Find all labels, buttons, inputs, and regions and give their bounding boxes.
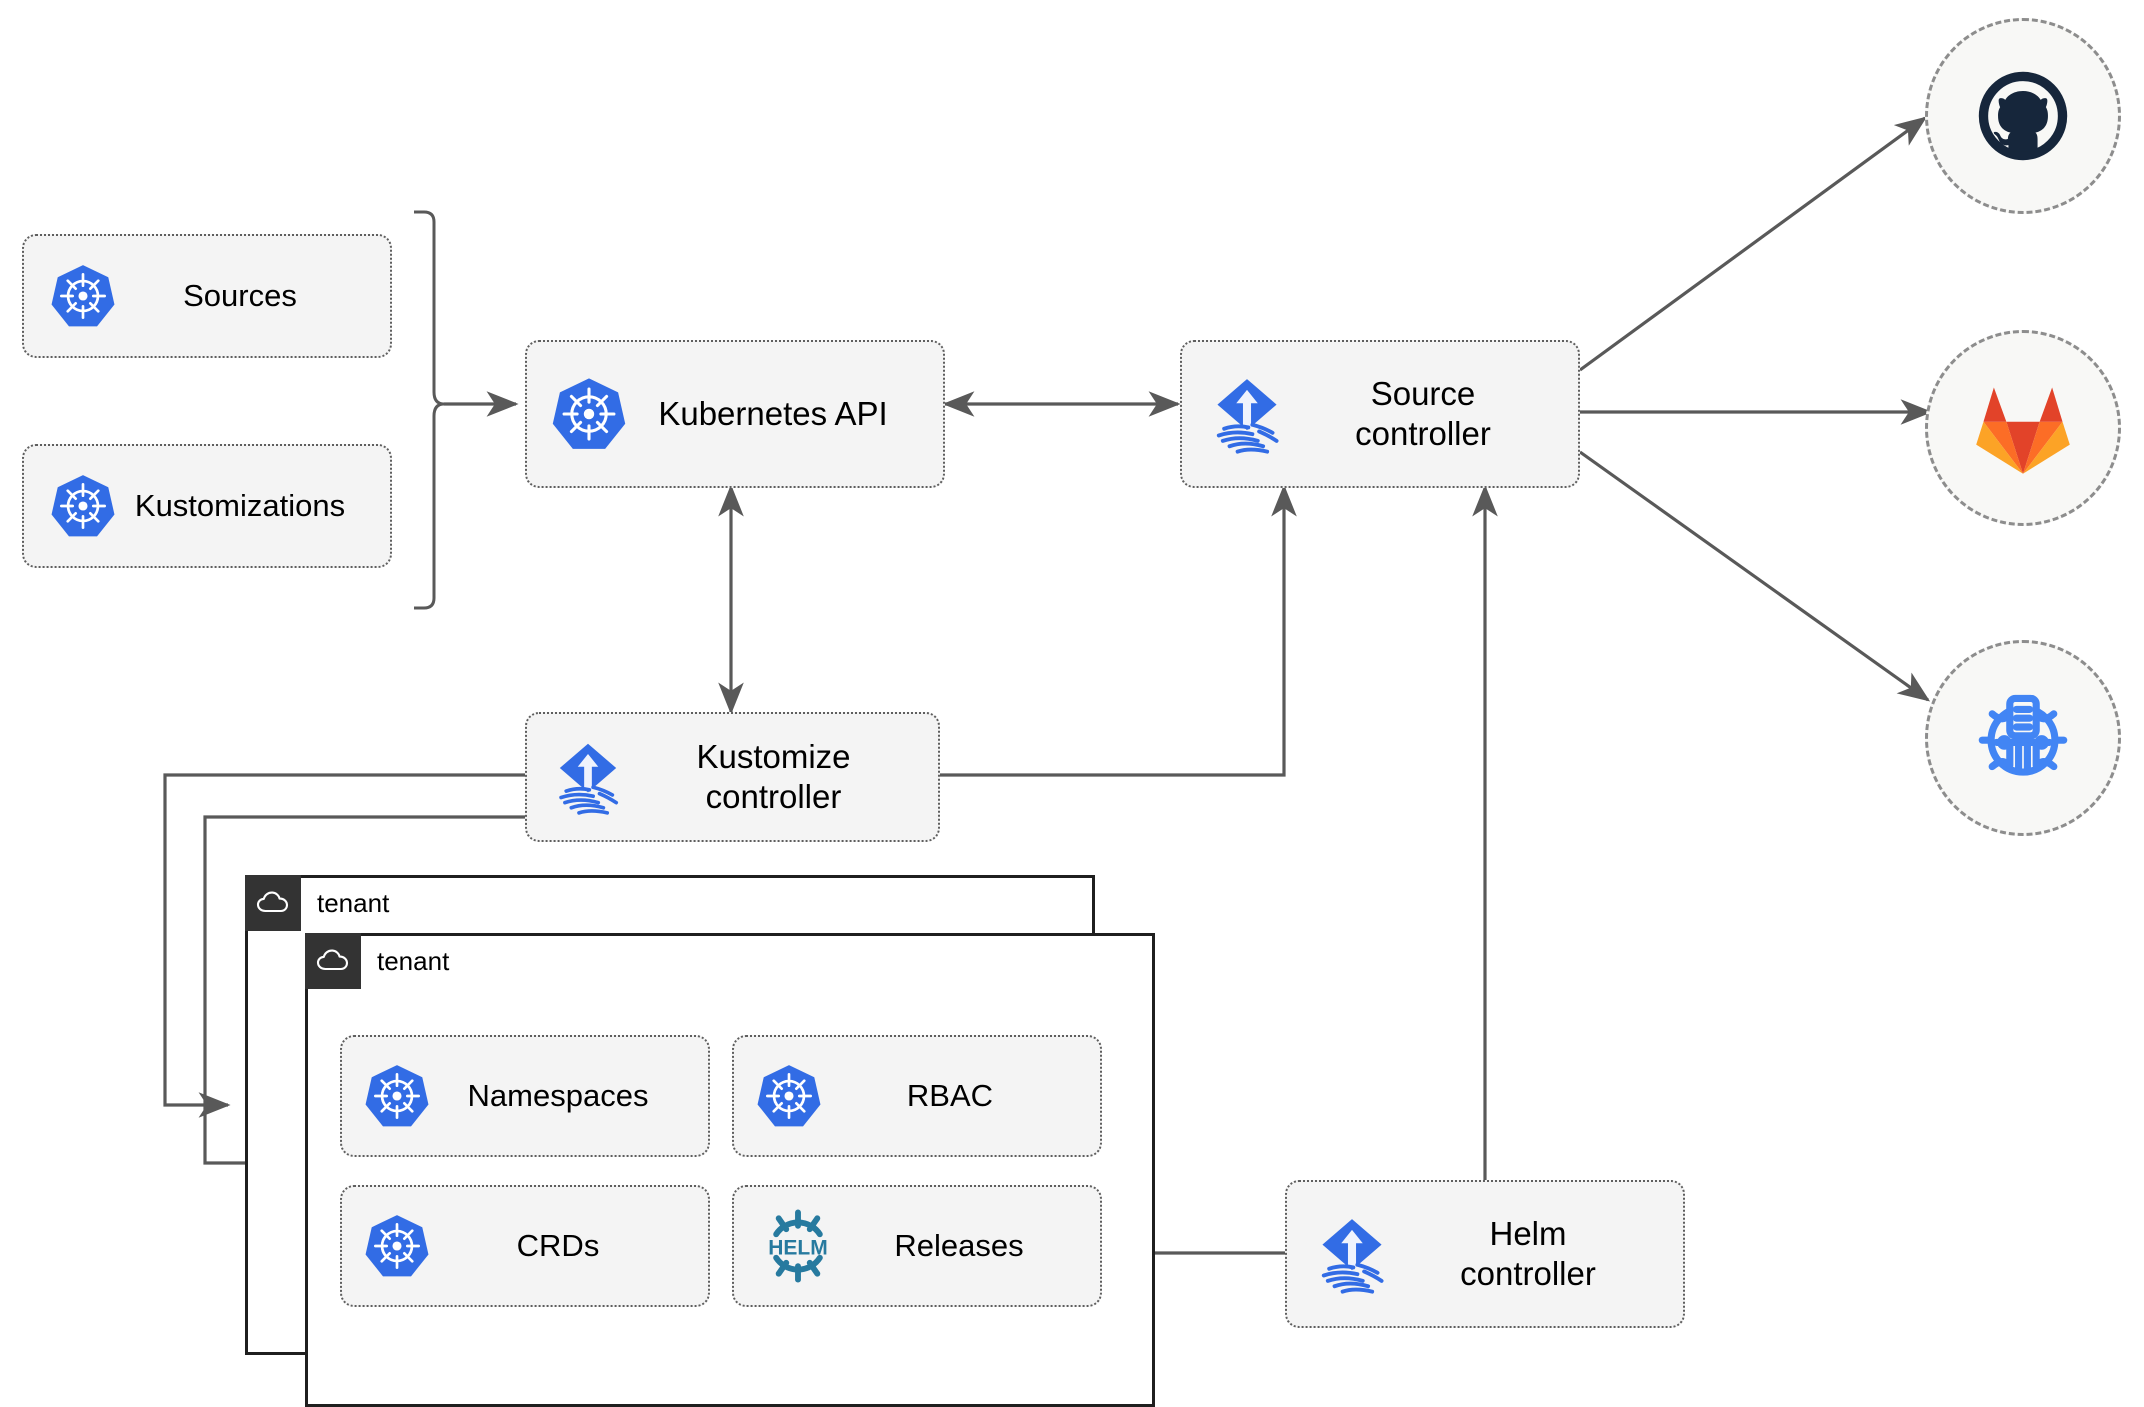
node-sources[interactable]: Sources xyxy=(22,234,392,358)
kubernetes-icon xyxy=(50,263,116,329)
kubernetes-icon xyxy=(50,473,116,539)
node-kustomizations[interactable]: Kustomizations xyxy=(22,444,392,568)
cloud-icon xyxy=(245,875,301,931)
kubernetes-icon xyxy=(364,1213,430,1279)
node-kubernetes-api-label: Kubernetes API xyxy=(658,394,888,432)
flux-glyph xyxy=(1216,379,1279,454)
kubernetes-glyph xyxy=(51,475,115,537)
flux-icon xyxy=(1204,371,1290,457)
helm-icon: HELM xyxy=(756,1204,840,1288)
node-rbac-label: RBAC xyxy=(906,1078,994,1114)
node-kubernetes-api[interactable]: Kubernetes API xyxy=(525,340,945,488)
tenant-inner-header: tenant xyxy=(305,933,449,989)
node-releases[interactable]: HELM Releases xyxy=(732,1185,1102,1307)
node-helm-controller[interactable]: Helm controller xyxy=(1285,1180,1685,1328)
node-source-controller[interactable]: Source controller xyxy=(1180,340,1580,488)
node-source-controller-label: Source controller xyxy=(1355,374,1491,452)
node-helm-controller-label: Helm controller xyxy=(1460,1214,1596,1292)
node-kustomize-controller-label: Kustomize controller xyxy=(696,737,851,815)
cloud-icon xyxy=(305,933,361,989)
helm-glyph: HELM xyxy=(768,1209,828,1283)
kubernetes-icon xyxy=(551,376,627,452)
flux-icon xyxy=(547,736,629,818)
node-sources-label: Sources xyxy=(183,278,297,314)
arrow-source-to-github xyxy=(1579,116,1928,372)
tenant-box-inner xyxy=(305,933,1155,1407)
provider-helm-repository[interactable] xyxy=(1925,640,2121,836)
provider-github[interactable] xyxy=(1925,18,2121,214)
group-bracket xyxy=(414,210,445,610)
node-kustomizations-label: Kustomizations xyxy=(134,488,346,524)
tenant-inner-label: tenant xyxy=(377,945,450,976)
node-namespaces[interactable]: Namespaces xyxy=(340,1035,710,1157)
tenant-outer-header: tenant xyxy=(245,875,389,931)
kubernetes-icon xyxy=(364,1063,430,1129)
node-releases-label: Releases xyxy=(894,1228,1024,1264)
tenant-outer-label: tenant xyxy=(317,887,390,918)
flux-glyph xyxy=(559,743,619,815)
gitlab-icon xyxy=(1976,387,2070,474)
flux-glyph xyxy=(1321,1219,1384,1294)
arrow-source-to-helm-repository xyxy=(1579,450,1931,702)
svg-text:HELM: HELM xyxy=(768,1236,828,1259)
github-icon xyxy=(1978,71,2068,161)
node-crds[interactable]: CRDs xyxy=(340,1185,710,1307)
kubernetes-glyph xyxy=(552,378,626,449)
node-rbac[interactable]: RBAC xyxy=(732,1035,1102,1157)
flux-icon xyxy=(1309,1211,1395,1297)
node-namespaces-label: Namespaces xyxy=(467,1078,649,1114)
arrow-kustomize-to-source xyxy=(940,484,1297,777)
helm-repository-icon xyxy=(1978,694,2068,776)
provider-gitlab[interactable] xyxy=(1925,330,2121,526)
node-crds-label: CRDs xyxy=(516,1228,600,1264)
kubernetes-glyph xyxy=(365,1215,429,1277)
node-kustomize-controller[interactable]: Kustomize controller xyxy=(525,712,940,842)
kubernetes-glyph xyxy=(51,265,115,327)
kubernetes-icon xyxy=(756,1063,822,1129)
kubernetes-glyph xyxy=(757,1065,821,1127)
kubernetes-glyph xyxy=(365,1065,429,1127)
